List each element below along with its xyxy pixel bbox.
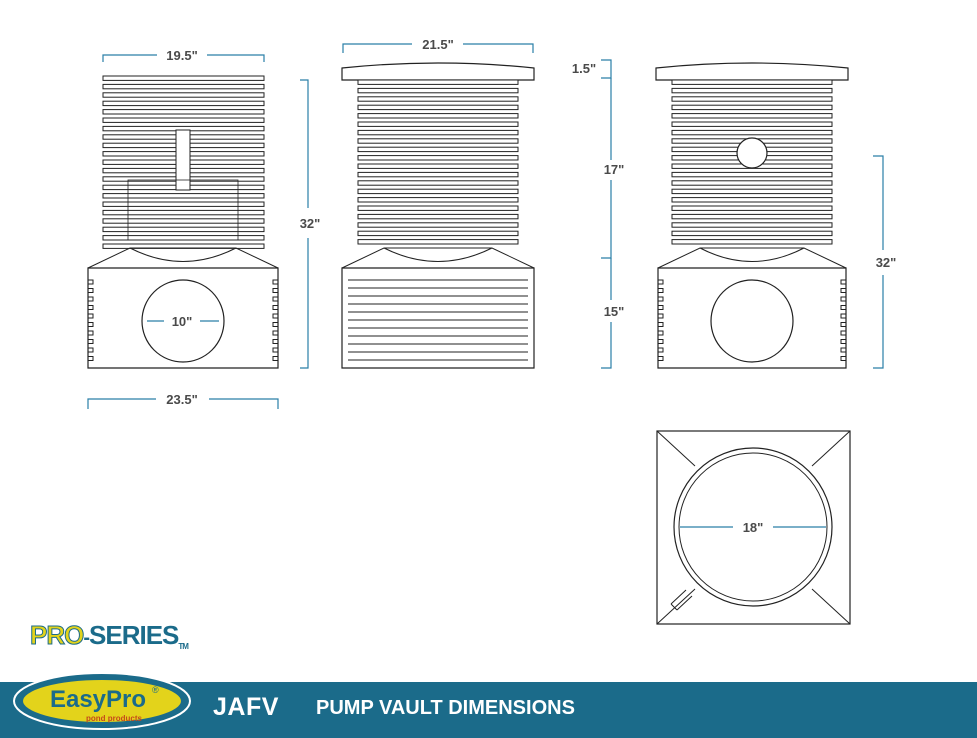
top-opening-label: 18" — [743, 520, 764, 535]
slat — [357, 213, 519, 220]
slat — [357, 197, 519, 203]
pro-series-logo: PRO-SERIESTM — [29, 620, 188, 652]
back-height-label: 32" — [876, 255, 897, 270]
dimension-drawing: 10" 19.5" 32" 23.5" 21.5" 1.5" — [87, 37, 897, 625]
slat — [102, 83, 265, 90]
slat — [671, 188, 833, 195]
slat — [357, 171, 519, 178]
top-view: 18" — [656, 430, 851, 625]
back-lower-height-label: 15" — [604, 304, 625, 319]
slat — [671, 121, 833, 127]
slat — [671, 239, 833, 245]
slat — [102, 75, 265, 81]
slat — [671, 129, 833, 136]
slat — [671, 113, 833, 119]
slat — [671, 96, 833, 102]
slat — [671, 197, 833, 203]
slat — [357, 222, 519, 228]
front-base-width-label: 23.5" — [166, 392, 197, 407]
slat — [357, 138, 519, 144]
slat — [357, 104, 519, 111]
slat — [357, 205, 519, 211]
slat — [671, 230, 833, 237]
side-lid-width-label: 21.5" — [422, 37, 453, 52]
slat — [671, 213, 833, 220]
slat — [102, 92, 265, 98]
slat — [357, 155, 519, 161]
front-inlet-label: 10" — [172, 314, 193, 329]
slat — [102, 201, 265, 207]
side-view: 21.5" — [341, 37, 535, 369]
front-inlet-circle — [141, 279, 225, 363]
slat — [671, 79, 833, 85]
slat — [671, 87, 833, 94]
front-top-width-label: 19.5" — [166, 48, 197, 63]
slat — [357, 96, 519, 102]
slat — [671, 222, 833, 228]
slat — [102, 100, 265, 107]
top-opening-circle — [673, 447, 833, 607]
slat — [102, 209, 265, 216]
slat — [671, 104, 833, 111]
slat — [102, 235, 265, 241]
slat — [357, 239, 519, 245]
slat — [357, 113, 519, 119]
front-view: 10" 19.5" 32" 23.5" — [87, 48, 321, 409]
slat — [671, 171, 833, 178]
slat — [357, 146, 519, 153]
slat — [357, 121, 519, 127]
slat — [357, 188, 519, 195]
easypro-logo: EasyPro ® pond products — [13, 672, 191, 730]
slat — [102, 109, 265, 115]
slat — [102, 117, 265, 123]
footer-title: PUMP VAULT DIMENSIONS — [316, 697, 575, 719]
slat — [671, 205, 833, 211]
slat — [102, 218, 265, 224]
back-port-circle — [736, 137, 768, 169]
slat — [357, 87, 519, 94]
slat — [357, 129, 519, 136]
slat — [357, 163, 519, 169]
front-height-label: 32" — [300, 216, 321, 231]
side-base — [341, 267, 535, 369]
back-inlet-circle — [710, 279, 794, 363]
slat — [102, 226, 265, 233]
side-slats — [357, 79, 519, 245]
logo-text: EasyPro — [50, 686, 146, 713]
slat — [357, 230, 519, 237]
slat — [671, 180, 833, 186]
back-lid-thickness-label: 1.5" — [572, 61, 596, 76]
slat — [357, 79, 519, 85]
logo-registered: ® — [152, 685, 159, 695]
side-lid — [341, 62, 535, 81]
back-upper-height-label: 17" — [604, 162, 625, 177]
logo-subtext: pond products — [86, 714, 143, 723]
front-slats — [102, 75, 265, 249]
slat — [102, 193, 265, 199]
back-view: 1.5" 17" 15" 32" — [572, 59, 897, 369]
footer-model: JAFV — [213, 693, 279, 721]
slat — [357, 180, 519, 186]
back-lid — [655, 62, 849, 81]
